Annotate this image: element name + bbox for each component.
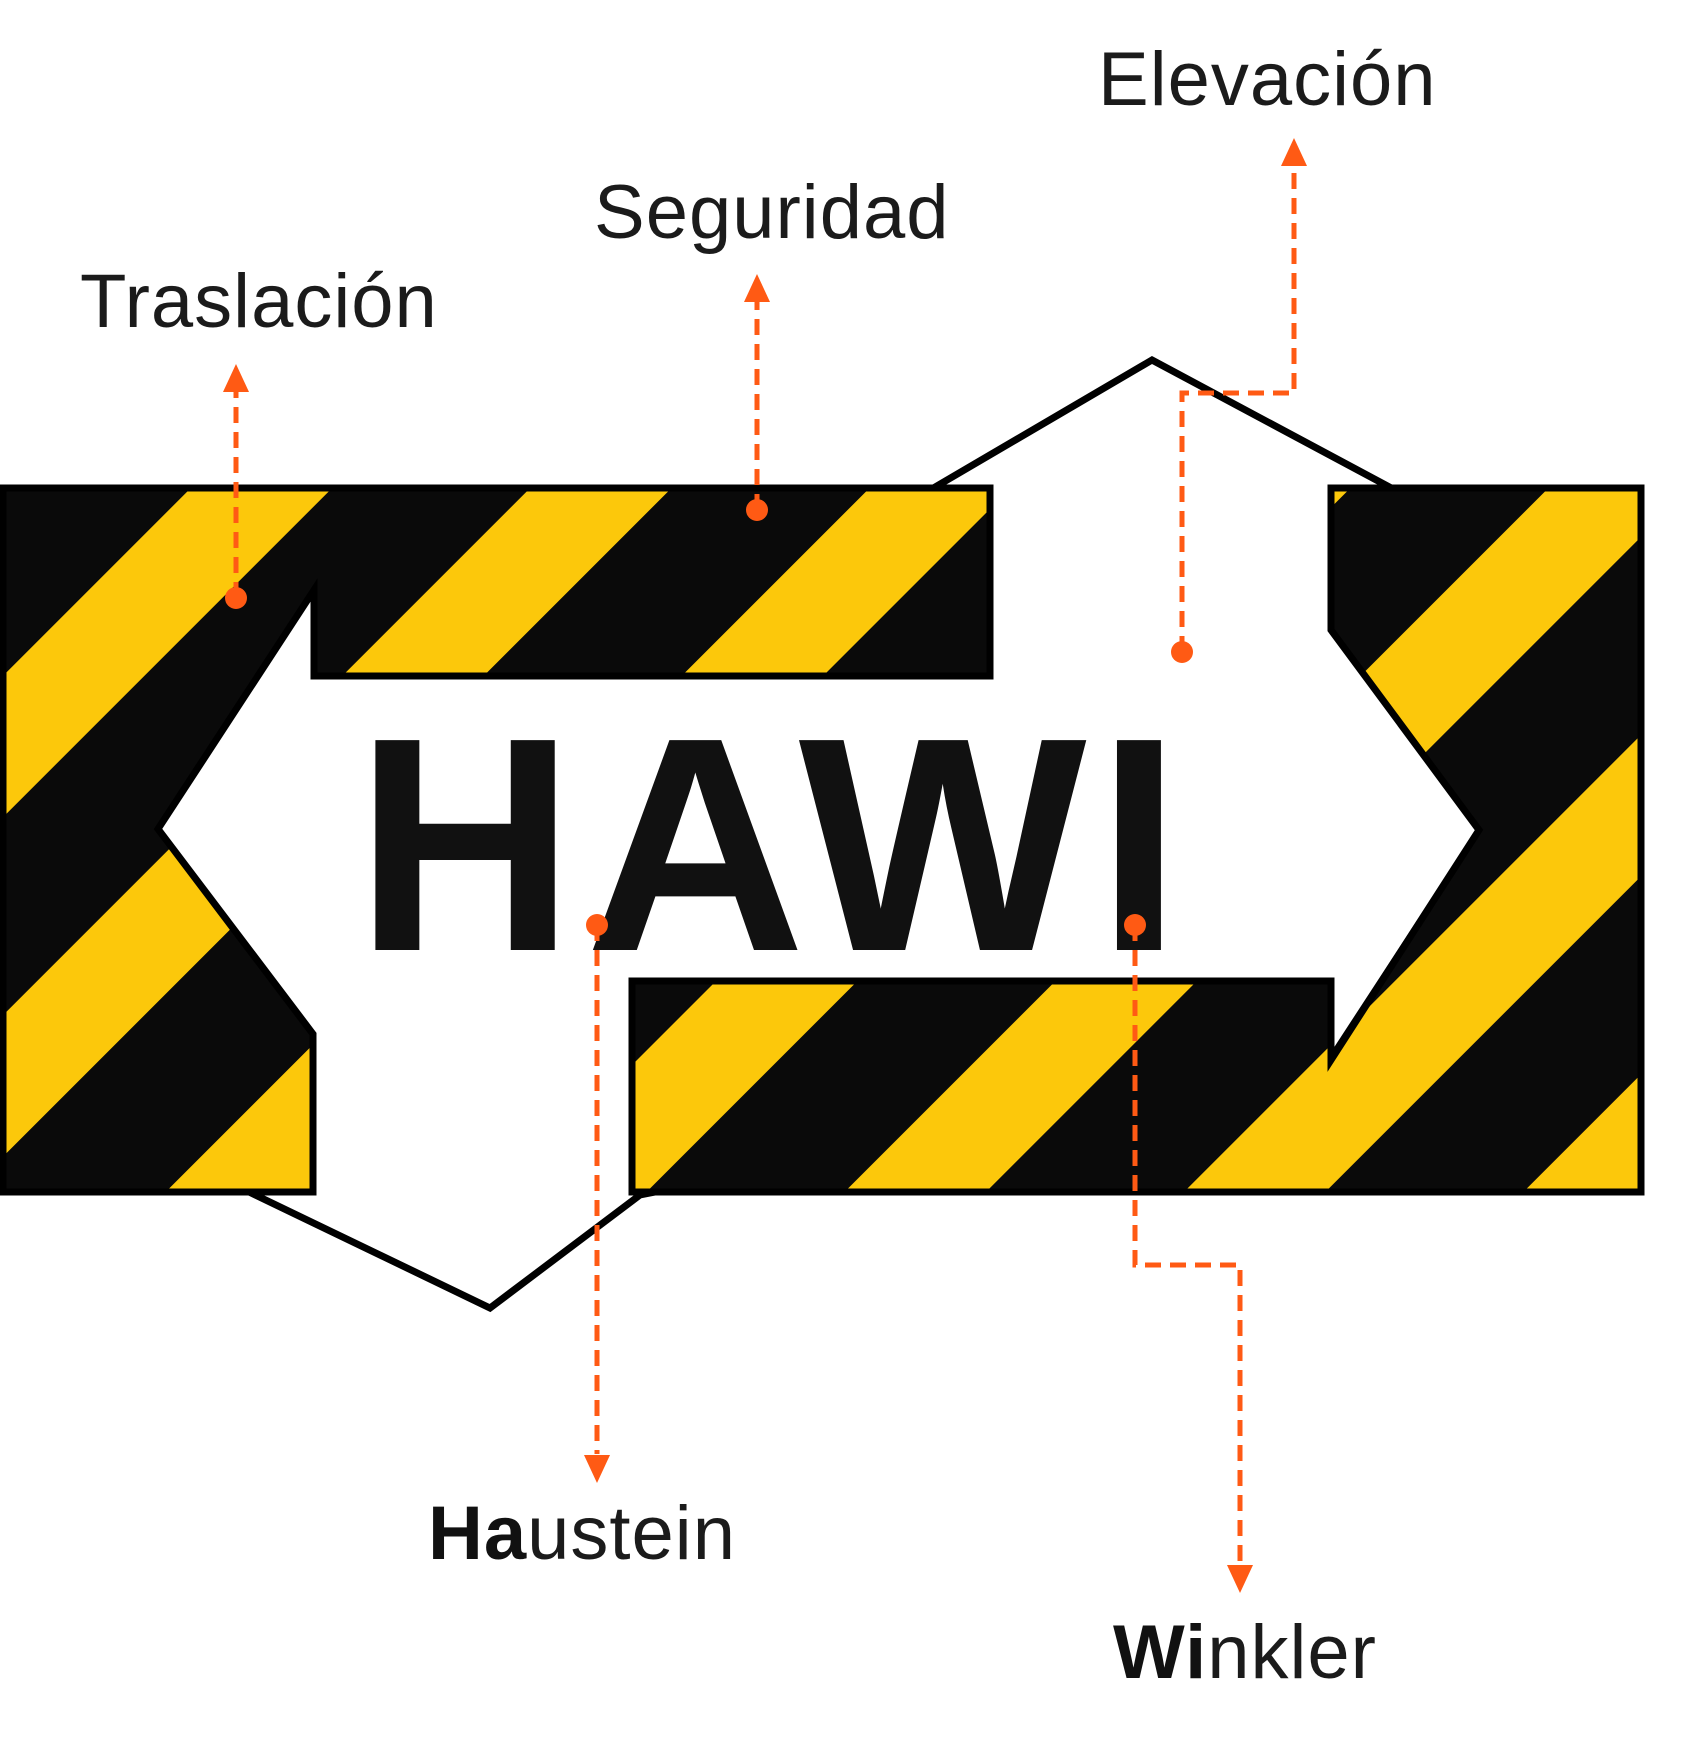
leader-haustein [584, 914, 610, 1483]
label-haustein-rest: ustein [527, 1491, 736, 1576]
stripe-band-bottom-right [628, 484, 1645, 1196]
label-winkler-rest: nkler [1207, 1610, 1377, 1695]
label-winkler: Winkler [1113, 1610, 1377, 1695]
leader-elevacion [1171, 138, 1307, 663]
stripe-band-top-left [0, 484, 994, 1196]
label-traslacion: Traslación [80, 259, 438, 344]
label-haustein: Haustein [428, 1491, 736, 1576]
label-winkler-bold: Wi [1113, 1610, 1207, 1695]
leader-winkler [1124, 914, 1253, 1593]
logo-wordmark: HAWI [355, 674, 1191, 1015]
leader-seguridad [744, 274, 770, 521]
leader-traslacion [223, 364, 249, 609]
label-haustein-bold: Ha [428, 1491, 527, 1576]
label-elevacion: Elevación [1098, 37, 1437, 122]
label-seguridad: Seguridad [594, 170, 950, 255]
